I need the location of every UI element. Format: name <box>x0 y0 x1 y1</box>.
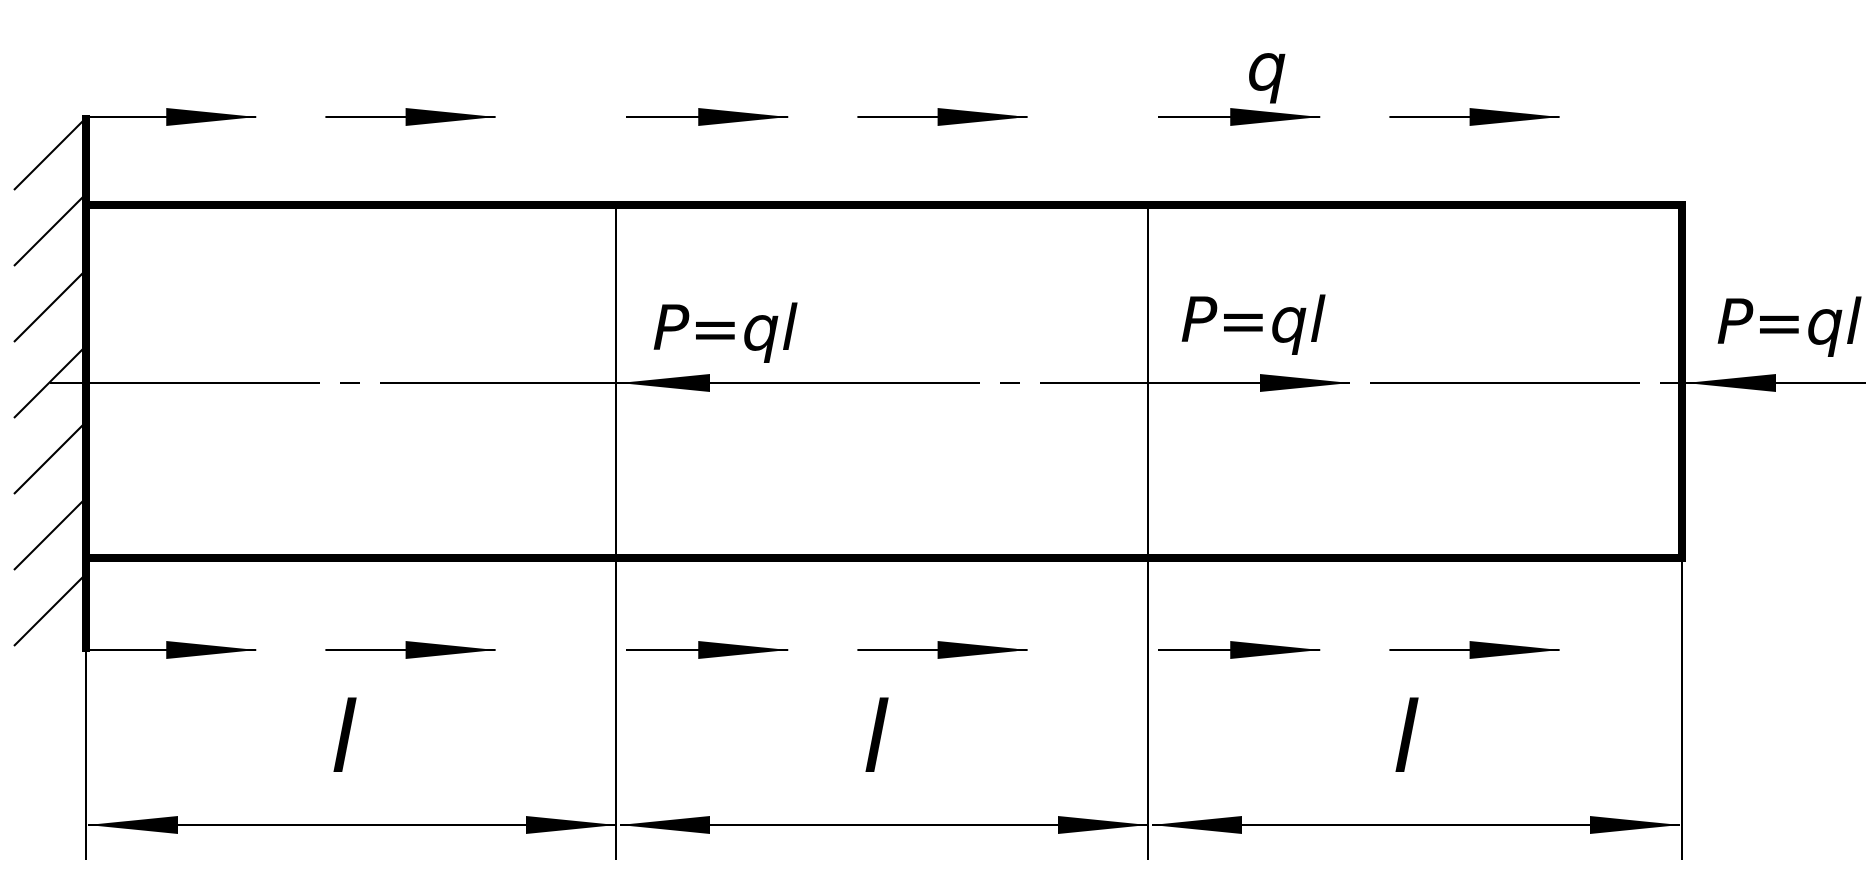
hatch-line <box>13 499 85 571</box>
distributed-load-label: q <box>1246 29 1288 106</box>
force-3-label: P=ql <box>1716 286 1862 359</box>
force-2-label: P=ql <box>1180 284 1326 357</box>
dimension-extension-lines <box>85 558 1683 860</box>
wall-hatching <box>13 119 85 647</box>
hatch-line <box>13 119 85 191</box>
segment-length-3-label: l <box>1392 682 1419 796</box>
segment-length-2-label: l <box>862 682 889 796</box>
segment-length-1-label: l <box>330 682 357 796</box>
bar-body <box>86 201 1686 562</box>
hatch-line <box>13 271 85 343</box>
hatch-line <box>13 347 85 419</box>
hatch-line <box>13 195 85 267</box>
force-1-label: P=ql <box>652 292 798 365</box>
hatch-line <box>13 575 85 647</box>
hatch-line <box>13 423 85 495</box>
